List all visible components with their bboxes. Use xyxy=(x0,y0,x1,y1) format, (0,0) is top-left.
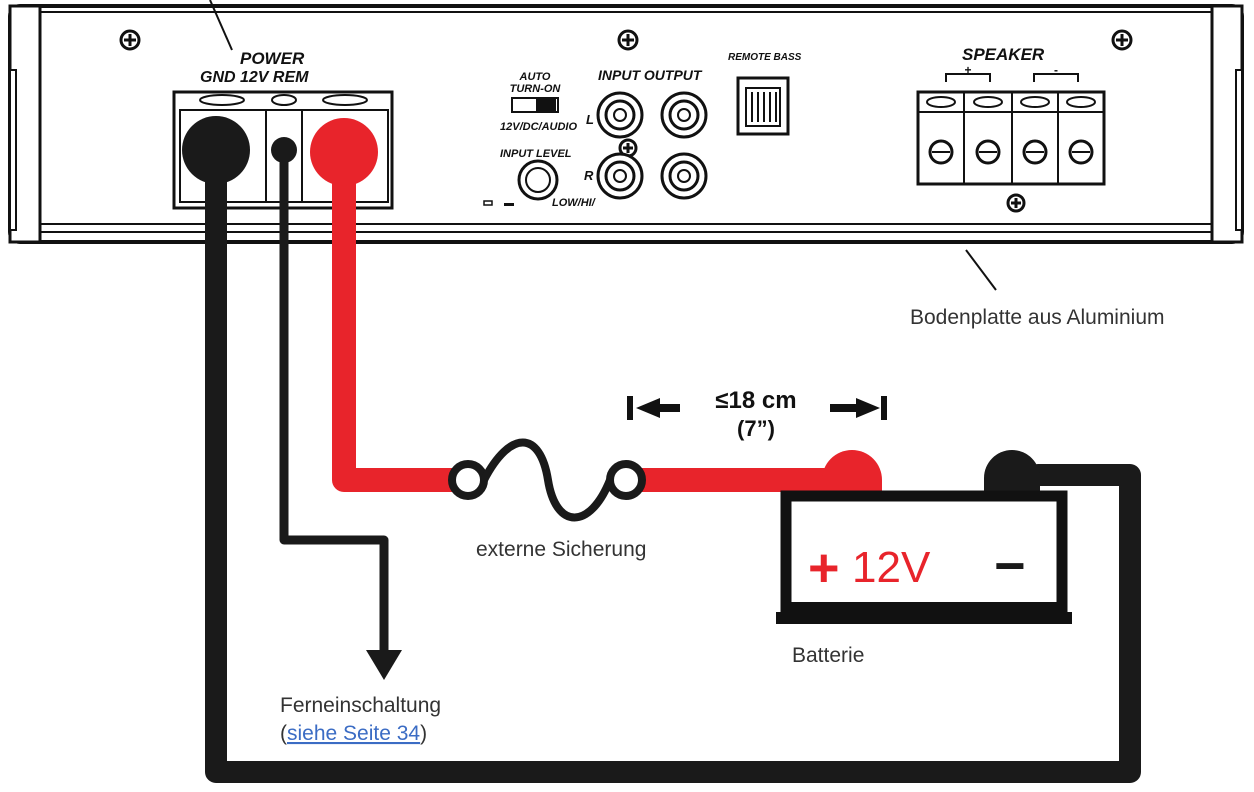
auto-turn-on-label: AUTO xyxy=(519,71,551,83)
positive-cable-terminal xyxy=(310,118,378,186)
channel-right-label: R xyxy=(584,168,594,183)
remote-bass-label: REMOTE BASS xyxy=(728,52,802,63)
distance-marker xyxy=(627,396,887,420)
battery xyxy=(776,490,1072,624)
battery-voltage: 12V xyxy=(852,543,931,592)
input-level-knob xyxy=(517,159,559,201)
remote-cable xyxy=(279,150,389,650)
fuse-icon xyxy=(448,438,646,522)
power-pointer-line xyxy=(209,0,233,51)
power-terminals-label: GND 12V REM xyxy=(200,69,309,86)
auto-turn-on-modes: 12V/DC/AUDIO xyxy=(500,121,577,133)
ground-cable xyxy=(205,149,1141,783)
speaker-plus-label: + xyxy=(964,63,971,77)
channel-left-label: L xyxy=(586,112,594,127)
battery-minus-sign: − xyxy=(994,536,1026,596)
remote-turn-on-label: Ferneinschaltung xyxy=(280,694,441,717)
base-plate-pointer xyxy=(965,249,997,291)
see-page-link[interactable]: siehe Seite 34 xyxy=(287,722,420,745)
screw-icon xyxy=(119,29,141,51)
rca-output-left xyxy=(660,91,708,139)
power-title: POWER xyxy=(240,49,305,68)
side-notch-left xyxy=(9,69,17,231)
remote-arrow-icon xyxy=(366,650,402,680)
amplifier: POWER GND 12V REM AUTO TURN-ON 12V/DC/AU… xyxy=(8,0,1244,244)
distance-inch-label: (7”) xyxy=(737,416,775,441)
battery-plus-sign: + xyxy=(808,538,840,598)
speaker-label: SPEAKER xyxy=(962,45,1045,64)
rca-input-right xyxy=(596,152,644,200)
distance-label: ≤18 cm xyxy=(715,387,796,414)
side-notch-right xyxy=(1235,69,1243,231)
input-output-label: INPUT OUTPUT xyxy=(598,67,703,83)
screw-icon xyxy=(1111,29,1133,51)
screw-icon xyxy=(1006,193,1026,213)
remote-cable-terminal xyxy=(271,137,297,163)
ground-cable-terminal xyxy=(182,116,250,184)
auto-turn-on-label-2: TURN-ON xyxy=(510,83,562,95)
speaker-polarity-bracket-minus xyxy=(1033,73,1079,82)
battery-label: Batterie xyxy=(792,644,864,667)
auto-turn-on-switch xyxy=(511,97,559,113)
battery-negative-post xyxy=(984,450,1040,492)
see-page-reference: (siehe Seite 34) xyxy=(280,722,427,745)
rca-input-left xyxy=(596,91,644,139)
base-plate-label: Bodenplatte aus Aluminium xyxy=(910,306,1165,329)
speaker-polarity-bracket-plus xyxy=(945,73,991,82)
positive-cable xyxy=(332,160,455,492)
fuse-label: externe Sicherung xyxy=(476,538,646,561)
speaker-terminal-block xyxy=(916,90,1106,186)
remote-bass-port xyxy=(736,76,790,136)
input-level-marks xyxy=(483,200,514,206)
input-level-label: INPUT LEVEL xyxy=(500,148,572,160)
battery-positive-post xyxy=(822,450,882,492)
speaker-minus-label: - xyxy=(1054,63,1058,77)
rca-output-right xyxy=(660,152,708,200)
screw-icon xyxy=(617,29,639,51)
input-level-range: LOW/HI/ xyxy=(552,197,597,209)
